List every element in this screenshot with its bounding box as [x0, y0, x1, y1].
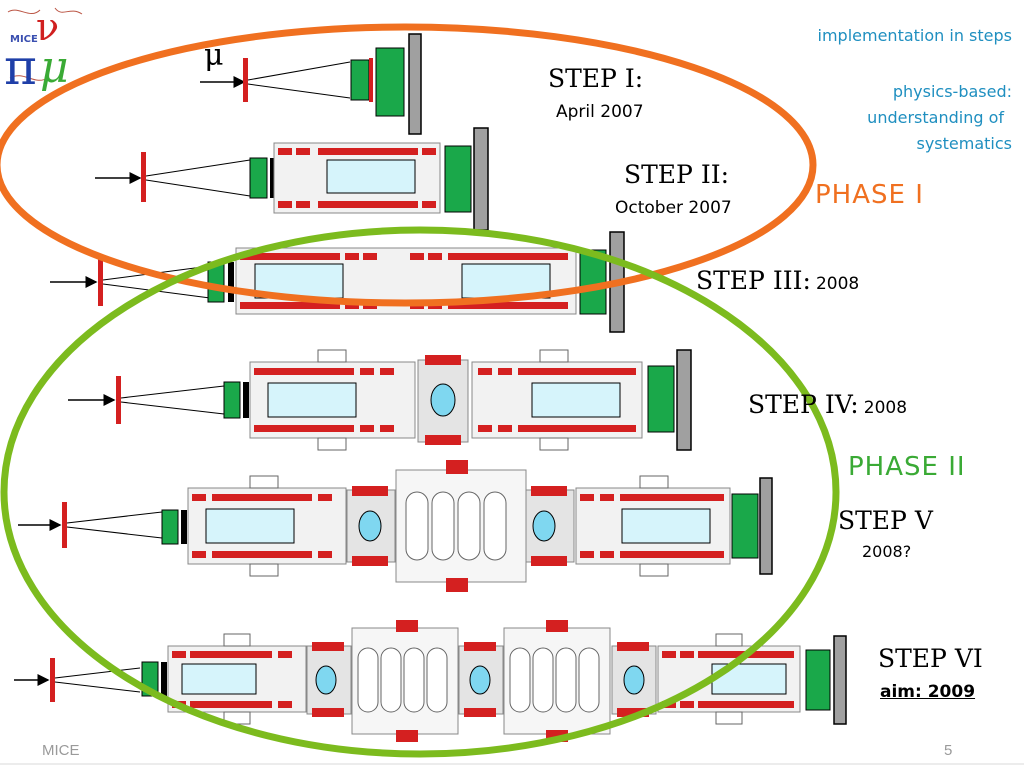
phase2-label: PHASE II: [848, 452, 966, 482]
step6-date: aim: 2009: [880, 682, 976, 702]
step2-layout: [95, 127, 489, 231]
step4-date: 2008: [863, 398, 908, 418]
footer-left: MICE: [42, 742, 80, 759]
page-number: 5: [944, 742, 953, 759]
end-plate: [408, 33, 422, 135]
step2-date: October 2007: [615, 198, 732, 218]
step6-title: STEP VI: [878, 644, 983, 673]
step5-title: STEP V: [838, 506, 933, 535]
mice-logo: MICE π ν μ: [3, 3, 95, 96]
step5-date: 2008?: [862, 542, 912, 561]
step5-layout: [18, 460, 773, 592]
svg-text:π: π: [4, 38, 37, 96]
phase1-label: PHASE I: [815, 180, 924, 210]
rf-cavities: [395, 460, 527, 592]
svg-text:MICE: MICE: [10, 34, 38, 45]
muon-symbol: μ: [204, 38, 224, 73]
note-physics-based: physics-based:: [892, 82, 1012, 101]
step1-layout: [200, 33, 422, 135]
note-implementation: implementation in steps: [817, 26, 1012, 45]
absorber: [430, 383, 456, 417]
upstream-tof: [243, 58, 248, 102]
step3-label: STEP III: 2008: [696, 266, 859, 295]
step2-title: STEP II:: [624, 160, 729, 189]
step3-date: 2008: [815, 274, 860, 294]
step3-title: STEP III:: [696, 266, 811, 295]
svg-text:μ: μ: [40, 42, 69, 93]
step4-label: STEP IV: 2008: [748, 390, 907, 419]
note-understanding: understanding of: [867, 108, 1004, 127]
phase2-ellipse: [0, 226, 840, 758]
phase1-ellipse: [0, 23, 817, 307]
step1-title: STEP I:: [548, 64, 644, 93]
step1-date: April 2007: [556, 102, 644, 122]
step4-title: STEP IV:: [748, 390, 859, 419]
svg-text:ν: ν: [36, 5, 59, 49]
calorimeter: [375, 47, 405, 117]
note-systematics: systematics: [916, 134, 1013, 153]
step3-layout: [50, 231, 625, 333]
step4-layout: [68, 349, 692, 451]
tof-counter: [350, 59, 370, 101]
step6-layout: [14, 620, 847, 742]
